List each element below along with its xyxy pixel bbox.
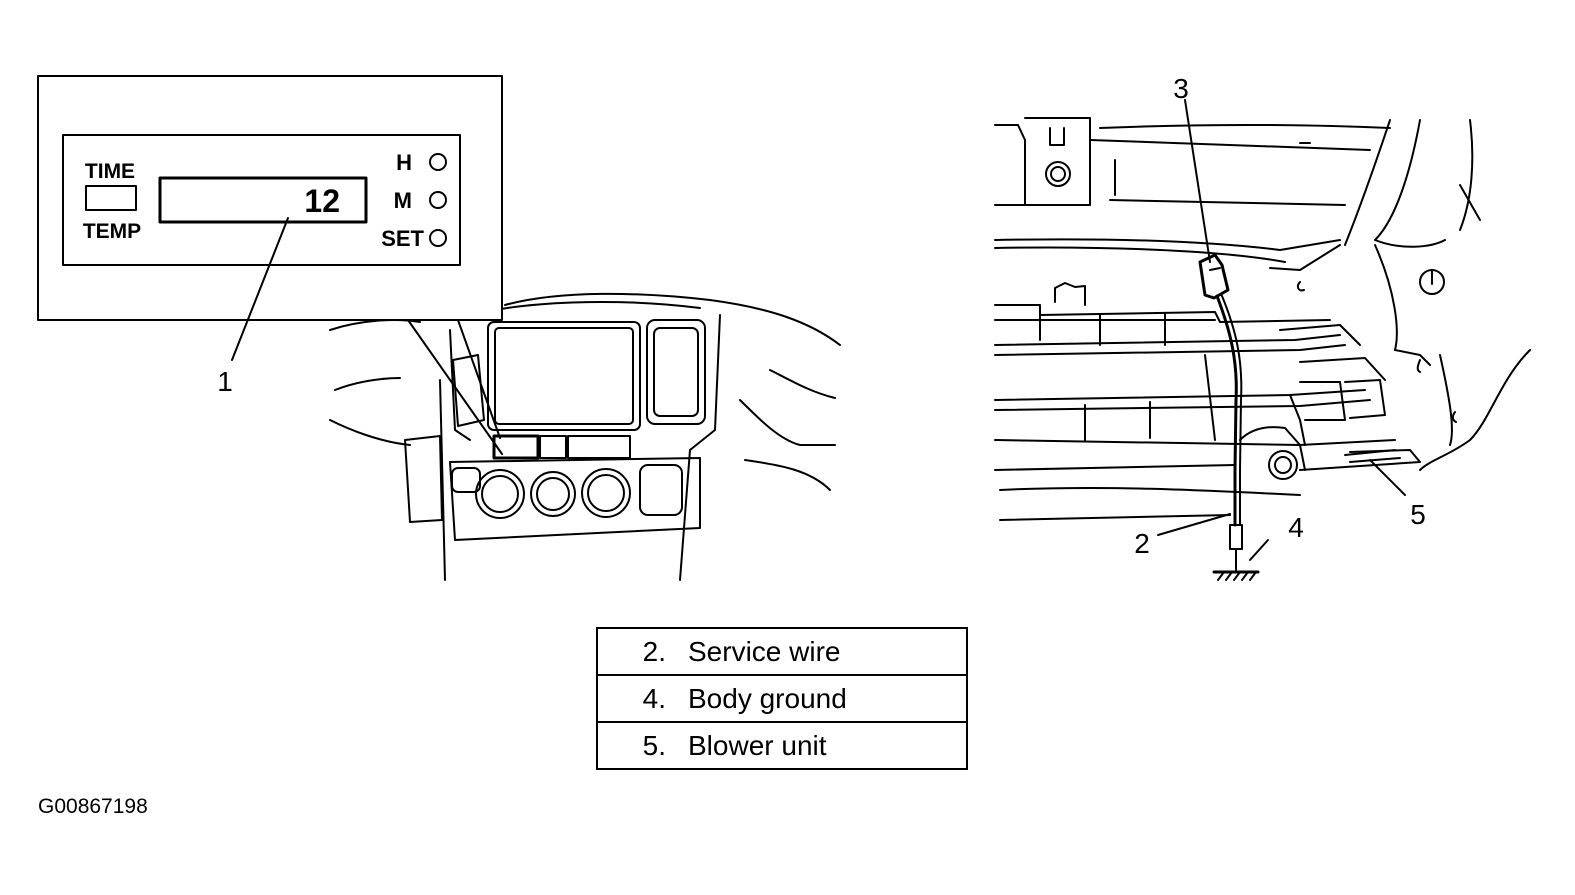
h-indicator-icon xyxy=(429,153,447,171)
dashboard-illustration xyxy=(329,292,841,581)
m-button-label: M xyxy=(394,188,412,213)
clock-detail-callout xyxy=(37,75,503,361)
set-button-label: SET xyxy=(381,226,424,251)
callout-2: 2 xyxy=(1134,528,1150,559)
set-indicator-icon xyxy=(429,229,447,247)
callout-4: 4 xyxy=(1288,512,1304,543)
legend-text: Blower unit xyxy=(688,729,827,761)
legend-text: Service wire xyxy=(688,635,841,667)
legend-text: Body ground xyxy=(688,682,847,714)
m-indicator-icon xyxy=(429,191,447,209)
legend-number: 4. xyxy=(642,682,666,714)
time-label: TIME xyxy=(85,160,135,183)
callout-3: 3 xyxy=(1173,73,1189,104)
legend-row: 4. Body ground xyxy=(598,676,966,723)
blower-illustration xyxy=(994,99,1531,581)
legend-row: 2. Service wire xyxy=(598,629,966,676)
callout-5: 5 xyxy=(1410,499,1426,530)
figure-code: G00867198 xyxy=(38,795,148,818)
legend-number: 2. xyxy=(642,635,666,667)
legend-table: 2. Service wire 4. Body ground 5. Blower… xyxy=(596,627,968,770)
temp-label: TEMP xyxy=(83,220,141,243)
h-button-label: H xyxy=(396,150,412,175)
legend-number: 5. xyxy=(642,729,666,761)
clock-value: 12 xyxy=(304,183,340,219)
legend-row: 5. Blower unit xyxy=(598,723,966,768)
callout-1: 1 xyxy=(217,366,233,397)
